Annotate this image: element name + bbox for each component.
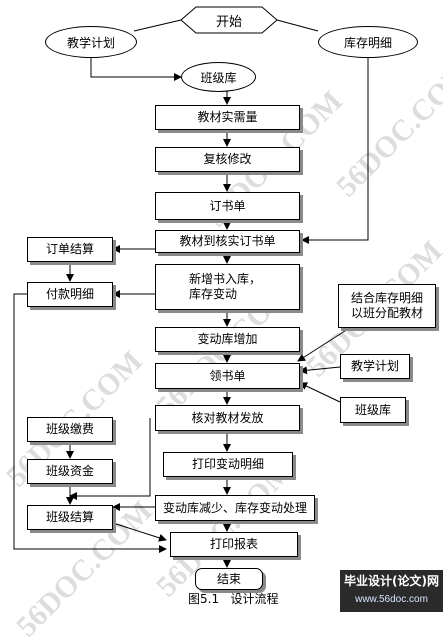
start-terminator: 开始 [215,14,242,30]
new-book-node: 新增书入库， 库存变动 [155,264,300,310]
change-increase-node: 变动库增加 [155,327,300,352]
receive-node: 领书单 [155,363,300,389]
inventory-top-node: 库存明细 [318,26,418,58]
verify-issue-node: 核对教材发放 [155,405,300,431]
flow-connectors [13,6,369,568]
banner-url: www.56doc.com [355,594,428,605]
connector-verify-class-settle [69,418,151,500]
figure-caption: 图5.1 设计流程 [188,592,279,606]
check-order-node: 教材到核实订书单 [155,230,300,253]
review-node: 复核修改 [155,147,300,172]
end-node: 结束 [195,568,263,590]
connector-start-inventory [276,19,319,32]
class-settle-node: 班级结算 [27,505,113,530]
class-fund-node: 班级资金 [27,459,113,484]
real-need-node: 教材实需量 [155,105,300,130]
site-banner: 毕业设计(论文)网 www.56doc.com [340,570,443,612]
teaching-plan-right-node: 教学计划 [340,354,410,379]
connector-start-teaching-plan [133,19,182,32]
order-list-node: 订书单 [155,192,300,220]
connector-class-lib-right-receive [299,382,341,403]
class-lib-right-node: 班级库 [340,397,406,423]
connector-combine-receive [297,328,349,362]
order-settle-node: 订单结算 [27,237,113,262]
teaching-plan-top-node: 教学计划 [45,26,137,58]
change-decrease-node: 变动库减少、库存变动处理 [155,495,315,521]
connector-teaching-plan-class-lib [90,57,182,81]
connector-inventory-check-order [301,57,369,244]
banner-title: 毕业设计(论文)网 [344,574,439,588]
connector-class-settle-report [112,522,167,542]
class-fee-node: 班级缴费 [27,417,113,442]
combine-allocate-node: 结合库存明细 以班分配教材 [338,284,436,328]
print-report-node: 打印报表 [170,532,298,557]
connector-payment-report [13,293,167,553]
print-change-node: 打印变动明细 [163,452,293,477]
payment-node: 付款明细 [27,282,113,307]
connector-teaching-plan-right-receive [299,366,341,375]
class-lib-node: 班级库 [181,62,256,92]
